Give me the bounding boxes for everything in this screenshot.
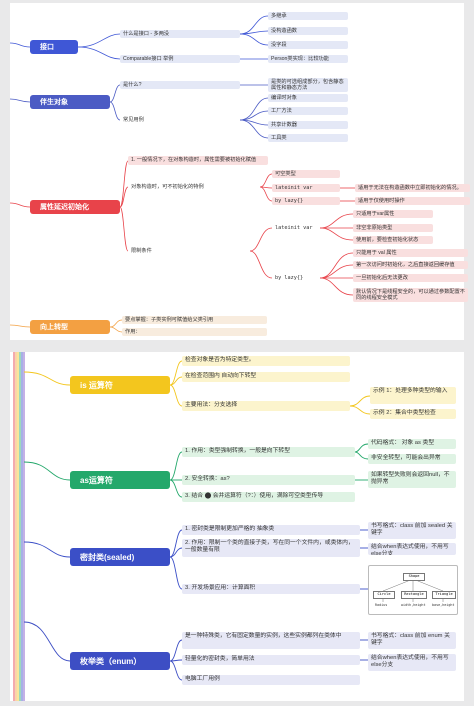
root-node-as-operator[interactable]: as运算符	[70, 471, 170, 489]
mindmap-panel-1: 接口 什么是接口 - 多两没 多继承 没构造函数 没字段 Comparable接…	[10, 3, 470, 340]
node-lazy-rule[interactable]: 1. 一般情况下，在对象构造时，属性需要被初始化赋值	[128, 156, 268, 165]
node-lazy-timing[interactable]: 对象构造时，可不初始化的特例	[131, 184, 204, 190]
node-is-branch[interactable]: 主要用法：分支选择	[182, 401, 350, 411]
root-node-is-operator[interactable]: is 运算符	[70, 376, 170, 394]
node-enum-def[interactable]: 是一种特殊类，它有固定数量的实例，这些实例都列在类体中	[182, 632, 360, 649]
node-enum-syntax[interactable]: 书写格式：class 前加 enum 关键字	[368, 632, 456, 649]
diagram-radius: Radius	[375, 603, 388, 607]
node-lazy-nullable[interactable]: 可空类型	[272, 170, 340, 178]
node-lazy-bylazy-desc[interactable]: 适用于仅使用时操作	[355, 197, 470, 205]
node-enum-light[interactable]: 轻量化的密封类，简单用法	[182, 655, 360, 665]
root-node-sealed[interactable]: 密封类(sealed)	[70, 548, 170, 566]
node-is-example-2[interactable]: 示例 2：集合中类型检查	[370, 409, 456, 419]
node-cond-bylazy-1[interactable]: 只能用于 val 属性	[353, 249, 468, 257]
node-upcast-key[interactable]: 要点掌握：子类实例可赋值给父类引用	[122, 316, 267, 324]
node-enum-when[interactable]: 结合when表达式使用，不用写else分支	[368, 654, 456, 671]
node-lazy-lateinit-desc[interactable]: 适用于无法在构造函数中立即初始化的情况。	[355, 184, 470, 192]
root-node-companion[interactable]: 伴生对象	[30, 95, 110, 109]
node-cond-lateinit-3[interactable]: 使用前，要检查初始化状态	[353, 236, 433, 244]
node-interface-no-field[interactable]: 没字段	[268, 41, 348, 49]
node-companion-usage[interactable]: 常见用例	[123, 117, 144, 123]
node-as-elvis[interactable]: 3. 结合 ⬤ 会并运算符（?：）使用，满除可空类型传导	[182, 492, 355, 502]
diagram-shape: Shape	[403, 573, 425, 581]
node-interface-what[interactable]: 什么是接口 - 多两没	[120, 30, 240, 38]
node-as-safe[interactable]: 2. 安全转换：as?	[182, 475, 355, 485]
node-lazy-lateinit[interactable]: lateinit var	[272, 184, 340, 192]
node-is-check[interactable]: 检查对象是否为特定类型。	[182, 356, 350, 366]
node-cond-bylazy-4[interactable]: 默认情况下是线程安全的，可以通过参数配置不同的线程安全模式	[353, 288, 468, 302]
root-node-upcast[interactable]: 向上转型	[30, 320, 110, 334]
node-interface-no-constructor[interactable]: 没构造函数	[268, 27, 348, 35]
node-companion-usage-2[interactable]: 工厂方法	[268, 107, 348, 115]
connector-lines	[10, 15, 355, 333]
diagram-base-height: base,height	[432, 603, 455, 607]
diagram-circle: Circle	[373, 591, 395, 599]
root-node-enum[interactable]: 枚举类（enum）	[70, 652, 170, 670]
node-companion-what-desc[interactable]: 是类的可选组成部分，包含静态属性和静态方法	[268, 78, 348, 92]
node-interface-multi-inherit[interactable]: 多继承	[268, 12, 348, 20]
node-as-syntax[interactable]: 代码格式： 对象 as 类型	[368, 439, 456, 449]
root-node-lazy-init[interactable]: 属性延迟初始化	[30, 200, 120, 214]
node-lazy-bylazy[interactable]: by lazy{}	[272, 197, 340, 205]
node-sealed-strict[interactable]: 1. 密封类是限制更加严格的 抽象类	[182, 525, 360, 535]
node-interface-comparable-desc[interactable]: Person类实现：比较功能	[268, 55, 348, 63]
node-sealed-syntax[interactable]: 书写格式：class 前加 sealed 关键字	[368, 522, 456, 539]
node-interface-comparable[interactable]: Comparable接口 举例	[120, 55, 240, 63]
node-cond-bylazy-2[interactable]: 第一次访问时初始化，之后直接返回缓存值	[353, 261, 468, 269]
node-enum-factory[interactable]: 电脑工厂用例	[182, 675, 360, 685]
node-as-unsafe[interactable]: 非安全转型，可能会出异常	[368, 454, 456, 464]
node-lazy-conditions[interactable]: 限制条件	[131, 248, 152, 254]
node-companion-usage-3[interactable]: 共享计数器	[268, 121, 348, 129]
node-cond-lateinit[interactable]: lateinit var	[275, 225, 313, 231]
node-as-null[interactable]: 如果转型失败则会返回null，不抛异常	[368, 471, 456, 488]
node-companion-usage-1[interactable]: 编译时对象	[268, 94, 348, 102]
node-sealed-when[interactable]: 结合when表达式使用，不用写else分支	[368, 543, 456, 555]
node-cond-bylazy-3[interactable]: 一旦初始化后无法更改	[353, 274, 468, 282]
node-cond-bylazy[interactable]: by lazy{}	[275, 275, 304, 281]
node-sealed-restrict[interactable]: 2. 作用：限制一个类的直接子类，写在同一个文件内，或类体内，一般数量有限	[182, 539, 360, 557]
connector-lines-2	[13, 352, 371, 701]
node-as-cast[interactable]: 1. 作用：类型强制转换，一般是向下转型	[182, 447, 355, 457]
node-sealed-area[interactable]: 3. 开发场景应用：计算面积	[182, 584, 360, 594]
root-node-interface[interactable]: 接口	[30, 40, 78, 54]
node-cond-lateinit-2[interactable]: 非空非原始类型	[353, 224, 433, 232]
diagram-width-height: width,height	[401, 603, 426, 607]
node-is-smartcast[interactable]: 在检查范围内 自动向下转型	[182, 372, 350, 382]
node-cond-lateinit-1[interactable]: 只适用于var属性	[353, 210, 433, 218]
node-upcast-effect[interactable]: 作用：	[122, 328, 267, 336]
diagram-triangle: Triangle	[432, 591, 456, 599]
mindmap-panel-2: is 运算符 检查对象是否为特定类型。 在检查范围内 自动向下转型 主要用法：分…	[10, 352, 464, 701]
sealed-class-diagram: Shape Circle Rectangle Triangle Radius w…	[368, 565, 458, 615]
node-companion-usage-4[interactable]: 工具类	[268, 134, 348, 142]
node-companion-what[interactable]: 是什么?	[120, 81, 240, 89]
node-is-example-1[interactable]: 示例 1：处理多种类型的输入	[370, 387, 456, 404]
diagram-rectangle: Rectangle	[401, 591, 427, 599]
